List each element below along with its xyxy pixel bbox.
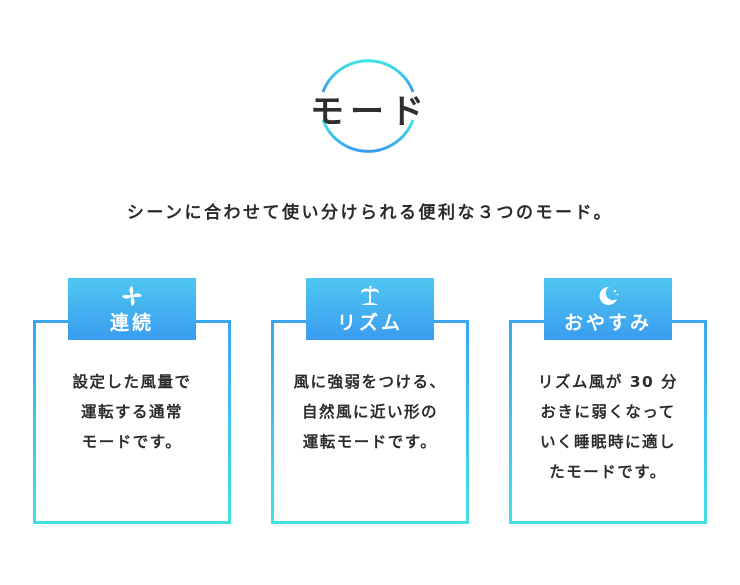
mode-label: リズム: [336, 312, 403, 334]
mode-card-rhythm: 風に強弱をつける、 自然風に近い形の 運転モードです。: [271, 320, 469, 524]
description-line: 自然風に近い形の: [301, 403, 438, 421]
mode-card-continuous: 設定した風量で 運転する通常 モードです。: [33, 320, 231, 524]
description-line: モードです。: [81, 433, 183, 451]
mode-label: 連続: [109, 312, 154, 334]
mode-tab-sleep: おやすみ: [544, 278, 672, 340]
mode-tab-rhythm: リズム: [306, 278, 434, 340]
description-line: リズム風が 30 分: [537, 373, 679, 391]
description-line: 設定した風量で: [72, 373, 192, 391]
page-subtitle: シーンに合わせて使い分けられる便利な３つのモード。: [126, 203, 614, 223]
mode-label: おやすみ: [563, 312, 652, 334]
palm-tree-icon: [361, 285, 379, 305]
mode-tab-continuous: 連続: [68, 278, 196, 340]
description-line: たモードです。: [549, 463, 667, 481]
mode-description: 設定した風量で 運転する通常 モードです。: [36, 367, 228, 457]
fan-icon: [122, 286, 142, 306]
mode-description: 風に強弱をつける、 自然風に近い形の 運転モードです。: [274, 367, 466, 457]
description-line: 運転する通常: [80, 403, 183, 421]
description-line: おきに弱くなって: [540, 403, 676, 421]
moon-icon: [599, 286, 619, 305]
page-title: モード: [310, 92, 430, 132]
description-line: いく睡眠時に適し: [539, 433, 676, 451]
title-ring-decoration: [321, 59, 415, 153]
description-line: 運転モードです。: [302, 433, 438, 451]
mode-card-sleep: リズム風が 30 分 おきに弱くなって いく睡眠時に適し たモードです。: [509, 320, 707, 524]
description-line: 風に強弱をつける、: [293, 373, 447, 391]
mode-description: リズム風が 30 分 おきに弱くなって いく睡眠時に適し たモードです。: [512, 367, 704, 487]
